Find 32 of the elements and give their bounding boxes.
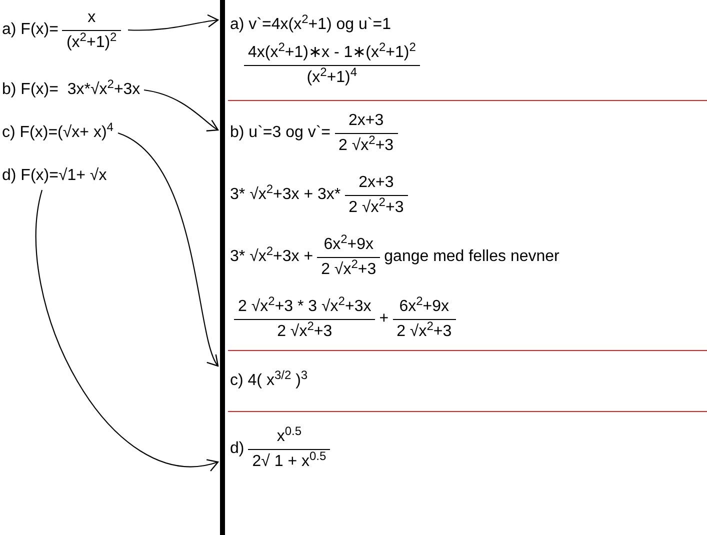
formula-text: gange med felles nevner [384, 247, 560, 267]
fraction-numerator: 2x+3 [347, 110, 385, 130]
formula-text: b) F(x)= 3x*√x$^{2}$+3x [2, 78, 140, 100]
formula-text: d) F(x)=√1+ √x [2, 166, 107, 186]
formula-text: c) 4( x$^{3/2}$ )$^{3}$ [230, 369, 308, 391]
fraction-numerator: 2 √x$^{2}$+3 * 3 √x$^{2}$+3x [237, 294, 372, 316]
fraction-numerator: 6x$^{2}$+9x [398, 294, 450, 316]
fraction-denominator: 2√ 1 + x$^{0.5}$ [248, 448, 330, 474]
arrow [36, 190, 219, 470]
formula-text: b) u`=3 og v`= [230, 123, 330, 143]
arrow [144, 89, 219, 131]
formula-text: d) [230, 439, 244, 459]
fraction-denominator: 2 √x$^{2}$+3 [334, 132, 398, 158]
fraction-numerator: x$^{0.5}$ [276, 424, 303, 446]
fraction-denominator: 2 √x$^{2}$+3 [344, 194, 408, 220]
fraction-denominator: (x$^{2}$+1)$^{2}$ [62, 30, 121, 54]
fraction-numerator: 4x(x$^{2}$+1)∗x - 1∗(x$^{2}$+1)$^{2}$ [247, 40, 417, 62]
formula-text: 3* √x$^{2}$+3x + [230, 245, 314, 267]
fraction-numerator: 2x+3 [358, 172, 395, 192]
arrow [128, 14, 219, 31]
arrow [118, 132, 220, 367]
fraction-denominator: 2 √x$^{2}$+3 [317, 256, 380, 282]
fraction-numerator: 6x$^{2}$+9x [322, 232, 375, 254]
formula-text: 3* √x$^{2}$+3x + 3x* [230, 183, 341, 205]
fraction-denominator: 2 √x$^{2}$+3 [234, 318, 376, 344]
fraction-denominator: 2 √x$^{2}$+3 [392, 318, 456, 344]
formula-text: a) v`=4x(x$^{2}$+1) og u`=1 [230, 12, 391, 34]
fraction-numerator: x [86, 8, 97, 28]
formula-text: c) F(x)=(√x+ x)$^{4}$ [2, 121, 114, 143]
fraction-denominator: (x$^{2}$+1)$^{4}$ [244, 64, 420, 90]
formula-text: a) F(x)= [2, 20, 58, 40]
formula-text: + [379, 309, 389, 329]
